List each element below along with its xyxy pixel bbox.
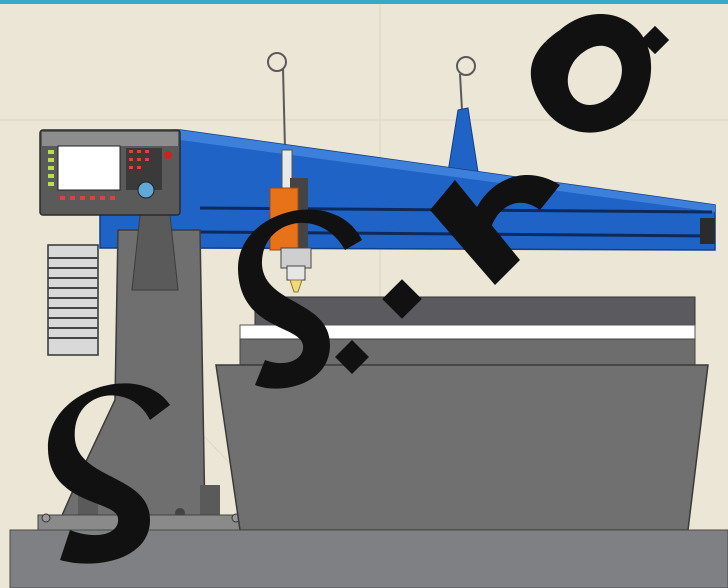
drive-drum <box>47 244 99 356</box>
top-border <box>0 0 728 4</box>
watermark-o <box>530 14 652 133</box>
controller-screen <box>57 145 121 191</box>
left-cable-hook-icon <box>267 52 287 72</box>
controller-keypad <box>126 148 172 199</box>
watermark <box>47 14 670 564</box>
watermark-r <box>430 174 560 285</box>
controller-side-buttons <box>48 150 54 186</box>
controller-bottom-keys <box>60 196 115 200</box>
fume-hopper <box>215 364 709 531</box>
plasma-torch-nozzle <box>289 279 303 293</box>
watermark-dot-lower <box>335 340 369 374</box>
watermark-s-left <box>47 383 170 564</box>
watermark-s-middle <box>237 209 362 389</box>
beam-end-cap <box>700 218 715 244</box>
cnc-controller <box>39 129 181 216</box>
workpiece-plate <box>254 296 696 328</box>
right-cable-hook-icon <box>456 56 476 76</box>
watermark-dot-right <box>640 25 670 55</box>
watermark-dot-middle <box>382 279 422 319</box>
